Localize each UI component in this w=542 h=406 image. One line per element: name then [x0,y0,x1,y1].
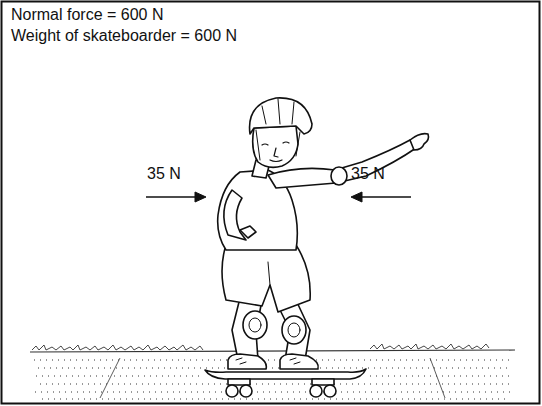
skateboarder [205,98,429,397]
force-note: Normal force = 600 N [11,6,164,24]
force-label: 35 N [351,165,385,183]
ground [30,344,515,399]
force-label: 35 N [147,165,181,183]
force-note: Weight of skateboarder = 600 N [11,27,237,45]
